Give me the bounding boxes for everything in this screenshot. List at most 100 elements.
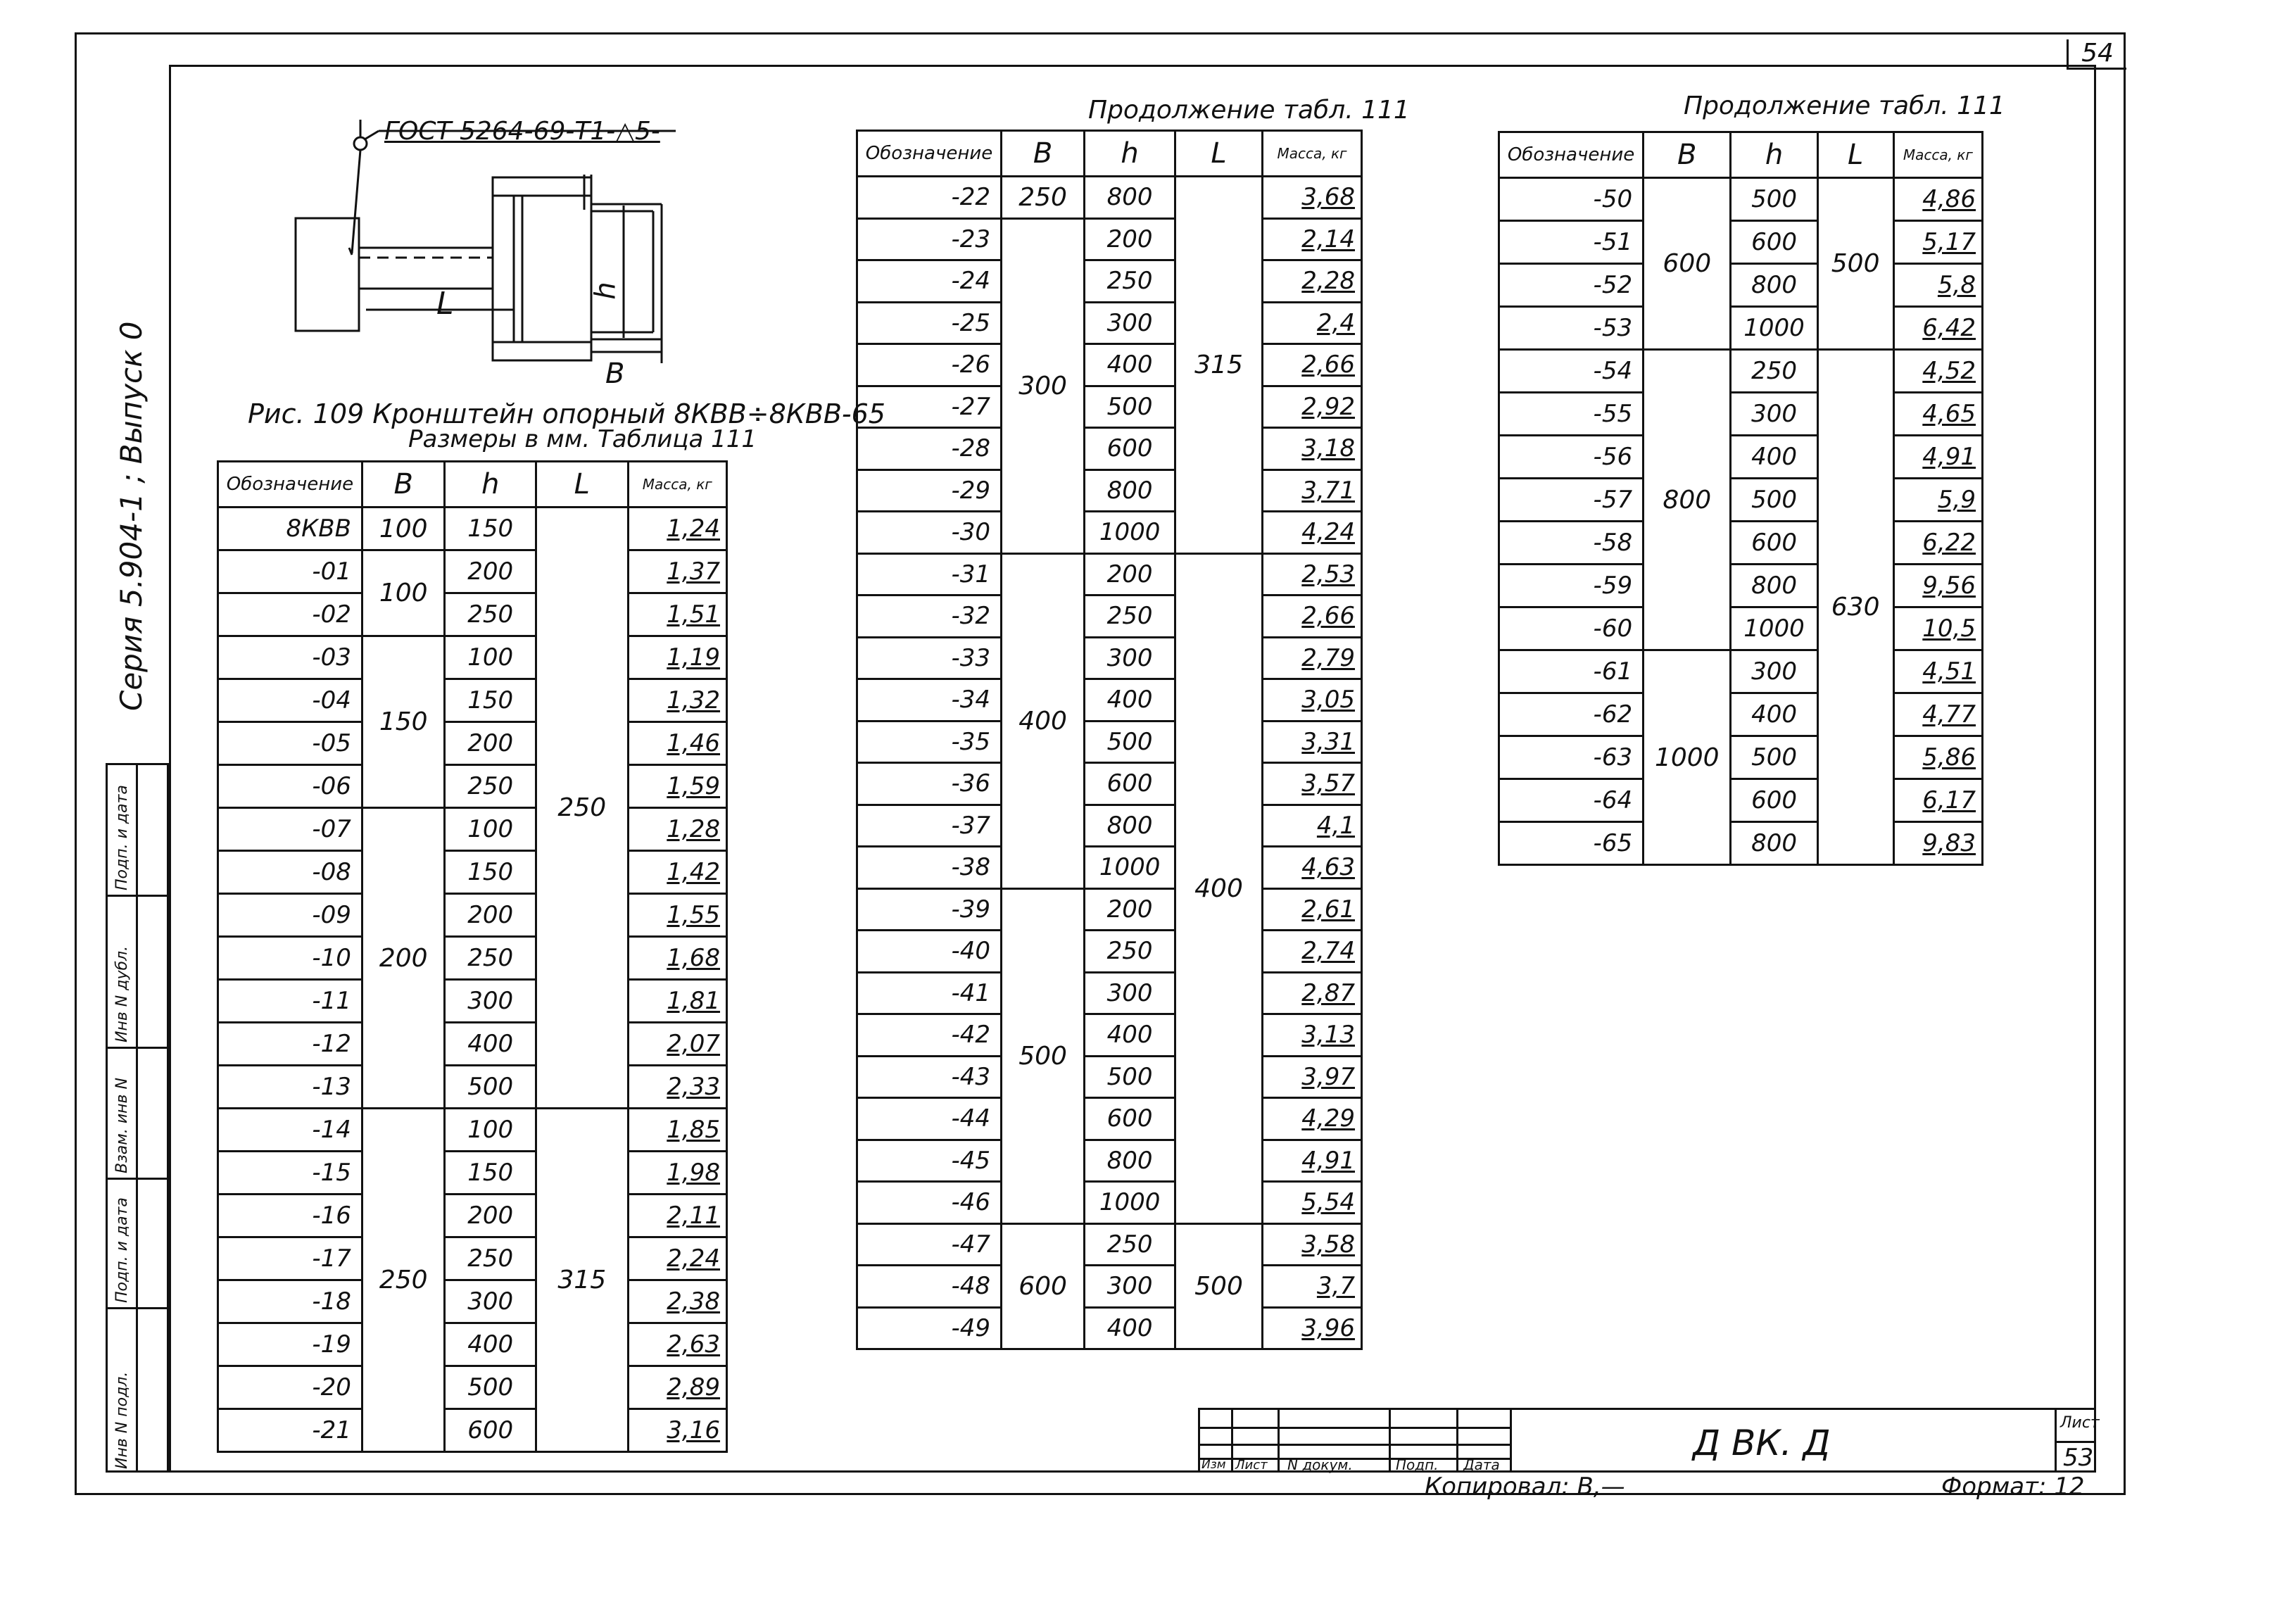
mass-value-cell: 5,8: [1892, 263, 1984, 308]
L-value-cell: 630: [1816, 348, 1895, 866]
col-h-header: h: [443, 460, 537, 508]
h-value-cell: 150: [443, 506, 537, 551]
designation-cell: 8КВВ: [217, 506, 363, 551]
designation-cell: -18: [217, 1279, 363, 1324]
col-designation-header: Обозначение: [1497, 131, 1645, 179]
figure-subcaption: Размеры в мм. Таблица 111: [408, 425, 757, 453]
h-value-cell: 500: [1729, 177, 1819, 222]
mass-value-cell: 2,07: [626, 1021, 728, 1066]
stamp-label-inv-podl: Инв N подл.: [113, 1371, 131, 1469]
h-value-cell: 400: [1729, 692, 1819, 737]
col-mass-header: Масса, кг: [1892, 131, 1984, 179]
designation-cell: -10: [217, 935, 363, 981]
series-label: Серия 5.904-1 ; Выпуск 0: [114, 321, 149, 711]
B-value-cell: 100: [360, 549, 446, 637]
h-value-cell: 250: [443, 1236, 537, 1281]
designation-cell: -23: [855, 217, 1003, 261]
document-code: Д ВК. Д: [1693, 1423, 1831, 1463]
mass-value-cell: 3,97: [1261, 1054, 1363, 1099]
mass-value-cell: 1,42: [626, 850, 728, 895]
h-value-cell: 800: [1729, 263, 1819, 308]
mass-value-cell: 4,1: [1261, 803, 1363, 847]
B-value-cell: 100: [360, 506, 446, 551]
dim-B-label: В: [605, 358, 625, 390]
mass-value-cell: 4,29: [1261, 1097, 1363, 1141]
h-value-cell: 200: [1083, 552, 1176, 596]
mass-value-cell: 3,71: [1261, 468, 1363, 512]
col-L-header: L: [1173, 130, 1264, 177]
mass-value-cell: 2,61: [1261, 887, 1363, 931]
mass-value-cell: 1,19: [626, 635, 728, 680]
h-value-cell: 250: [1083, 594, 1176, 638]
mass-value-cell: 1,59: [626, 764, 728, 809]
B-value-cell: 250: [360, 1107, 446, 1453]
h-value-cell: 500: [1729, 477, 1819, 522]
col-L-header: L: [1816, 131, 1895, 179]
L-value-cell: 400: [1173, 552, 1264, 1225]
mass-value-cell: 2,87: [1261, 971, 1363, 1015]
h-value-cell: 100: [443, 1107, 537, 1152]
sheet-outer-frame: [75, 32, 2126, 1495]
h-value-cell: 300: [1083, 636, 1176, 680]
designation-cell: -55: [1497, 391, 1645, 436]
gost-weld-label: ГОСТ 5264-69-Т1-△5-: [384, 117, 660, 146]
h-value-cell: 300: [1083, 971, 1176, 1015]
mass-value-cell: 2,79: [1261, 636, 1363, 680]
h-value-cell: 300: [1083, 1264, 1176, 1309]
h-value-cell: 1000: [1083, 1180, 1176, 1225]
designation-cell: -39: [855, 887, 1003, 931]
designation-cell: -08: [217, 850, 363, 895]
format-label: Формат: 12: [1941, 1473, 2085, 1501]
designation-cell: -60: [1497, 606, 1645, 651]
designation-cell: -33: [855, 636, 1003, 680]
h-value-cell: 250: [443, 935, 537, 981]
table-3-continuation-title: Продолжение табл. 111: [1684, 92, 2005, 120]
h-value-cell: 1000: [1729, 606, 1819, 651]
B-value-cell: 500: [1000, 887, 1086, 1225]
sheet-label: Лист: [2060, 1414, 2100, 1432]
designation-cell: -37: [855, 803, 1003, 847]
col-mass-header: Масса, кг: [1261, 130, 1363, 177]
designation-cell: -52: [1497, 263, 1645, 308]
mass-value-cell: 5,9: [1892, 477, 1984, 522]
mass-value-cell: 2,38: [626, 1279, 728, 1324]
h-value-cell: 300: [443, 978, 537, 1023]
sheet-corner-number: 54: [2067, 39, 2126, 70]
sheet-number: 53: [2063, 1444, 2094, 1472]
designation-cell: -21: [217, 1408, 363, 1453]
L-value-cell: 250: [534, 506, 629, 1109]
designation-cell: -17: [217, 1236, 363, 1281]
mass-value-cell: 4,65: [1892, 391, 1984, 436]
mass-value-cell: 4,91: [1261, 1138, 1363, 1183]
designation-cell: -24: [855, 259, 1003, 303]
h-value-cell: 200: [443, 549, 537, 594]
h-value-cell: 400: [443, 1021, 537, 1066]
designation-cell: -48: [855, 1264, 1003, 1309]
mass-value-cell: 5,17: [1892, 220, 1984, 265]
h-value-cell: 250: [1083, 929, 1176, 973]
col-h-header: h: [1083, 130, 1176, 177]
